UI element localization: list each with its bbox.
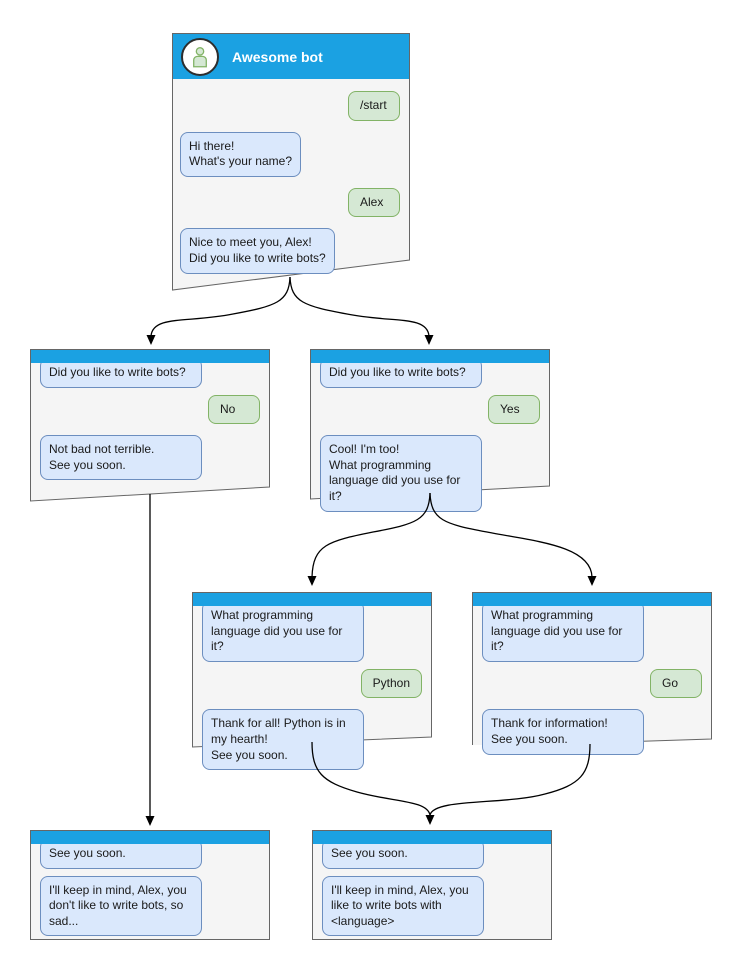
chat-window-yes-branch: Did you like to write bots? Yes Cool! I'… (310, 349, 550, 512)
window-header (193, 593, 431, 606)
arrowhead-icon (146, 335, 156, 345)
bubble-bot-question: What programming language did you use fo… (482, 601, 644, 662)
arrowhead-icon (587, 576, 597, 586)
bubble-bot-question: Did you like to write bots? (320, 358, 482, 388)
bubble-bot-reply: Cool! I'm too! What programming language… (320, 435, 482, 512)
chat-body: Did you like to write bots? No Not bad n… (30, 358, 270, 481)
window-header (31, 350, 269, 363)
chat-window-end-yes: See you soon. I'll keep in mind, Alex, y… (312, 830, 552, 940)
arrowhead-icon (424, 335, 434, 345)
window-title: Awesome bot (232, 48, 323, 65)
bubble-user-answer: Yes (488, 394, 540, 425)
bubble-bot-reply: I'll keep in mind, Alex, you don't like … (40, 875, 202, 937)
bubble-user-answer: No (208, 394, 260, 425)
chat-window-no-branch: Did you like to write bots? No Not bad n… (30, 349, 270, 502)
arrowhead-icon (145, 816, 155, 826)
bubble-bot-reply: Thank for all! Python is in my hearth! S… (202, 709, 364, 771)
chat-window-python-branch: What programming language did you use fo… (192, 592, 432, 771)
bubble-bot-question: What programming language did you use fo… (202, 601, 364, 662)
arrowhead-icon (307, 576, 317, 586)
window-header (473, 593, 711, 606)
bubble-user-start-command: /start (348, 91, 400, 121)
bubble-bot-reply: I'll keep in mind, Alex, you like to wri… (322, 875, 484, 937)
bubble-user-answer: Python (360, 668, 422, 699)
window-header: Awesome bot (173, 34, 409, 79)
bubble-bot-reply: Not bad not terrible. See you soon. (40, 435, 202, 481)
chat-body: See you soon. I'll keep in mind, Alex, y… (312, 839, 552, 937)
chat-body: Did you like to write bots? Yes Cool! I'… (310, 358, 550, 512)
avatar (181, 37, 219, 76)
bubble-bot-ask-name: Hi there! What's your name? (180, 131, 302, 177)
chat-body: What programming language did you use fo… (192, 601, 432, 771)
window-header (31, 831, 269, 844)
chat-window-go-branch: What programming language did you use fo… (472, 592, 712, 755)
window-header (313, 831, 551, 844)
bubble-user-answer: Go (650, 668, 702, 699)
bubble-bot-reply: Thank for information! See you soon. (482, 709, 644, 755)
chat-window-root: Awesome bot /start Hi there! What's your… (172, 33, 410, 291)
bubble-user-name: Alex (348, 187, 400, 218)
chat-body: /start Hi there! What's your name? Alex … (172, 79, 410, 274)
chat-body: See you soon. I'll keep in mind, Alex, y… (30, 839, 270, 937)
arrowhead-icon (425, 815, 435, 825)
edge-go-to-end (429, 743, 591, 816)
person-icon (193, 46, 207, 67)
window-header (311, 350, 549, 363)
bubble-bot-ask-bots: Nice to meet you, Alex! Did you like to … (180, 228, 335, 274)
chat-window-end-no: See you soon. I'll keep in mind, Alex, y… (30, 830, 270, 940)
chat-body: What programming language did you use fo… (472, 601, 712, 755)
